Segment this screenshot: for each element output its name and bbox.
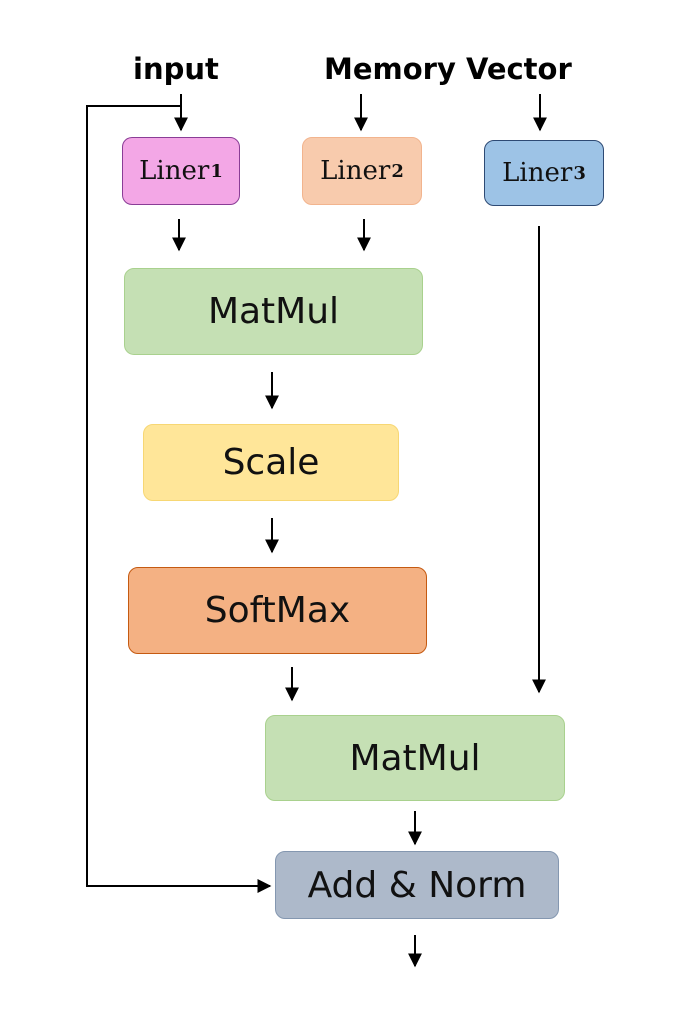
liner2-text: Liner — [320, 156, 391, 186]
liner1-subscript: 1 — [210, 160, 223, 182]
liner3-text: Liner — [502, 158, 573, 188]
arrow-input-skip-to-add-norm — [86, 105, 272, 893]
add-norm-node: Add & Norm — [275, 851, 559, 919]
liner2-subscript: 2 — [391, 160, 404, 182]
input-label: input — [133, 52, 219, 86]
memory-vector-label: Memory Vector — [324, 52, 572, 86]
matmul2-node: MatMul — [265, 715, 565, 801]
softmax-node: SoftMax — [128, 567, 427, 654]
liner1-text: Liner — [139, 156, 210, 186]
liner3-subscript: 3 — [573, 162, 586, 184]
matmul1-node: MatMul — [124, 268, 423, 355]
scale-node: Scale — [143, 424, 399, 501]
